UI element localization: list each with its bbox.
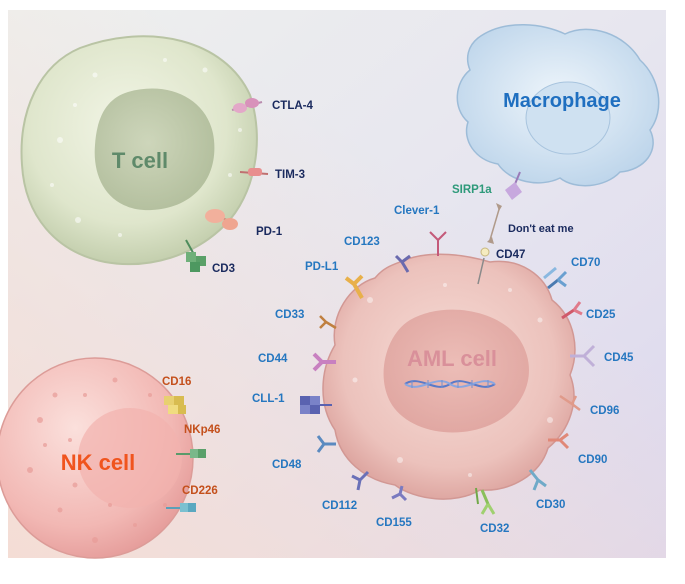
cd3-receptor-icon	[185, 239, 206, 272]
nk-cell-label: NK cell	[61, 450, 136, 475]
clever1-receptor-icon	[429, 231, 447, 256]
cd48-receptor-icon	[316, 435, 336, 453]
cd226-receptor-icon	[166, 503, 196, 512]
cd112-receptor-icon	[351, 470, 370, 491]
macrophage-cell: Macrophage	[456, 24, 660, 187]
dna-helix-icon	[404, 380, 496, 388]
ctla4-label: CTLA-4	[272, 100, 313, 112]
cd90-label: CD90	[578, 454, 607, 466]
cd123-receptor-icon	[394, 254, 411, 273]
cd123-label: CD123	[344, 236, 380, 248]
pd1-label: PD-1	[256, 226, 283, 238]
aml-cell-label: AML cell	[407, 346, 497, 371]
sirp1a-label: SIRP1a	[452, 184, 492, 196]
cd45-label: CD45	[604, 352, 634, 364]
interaction-arrow-icon	[487, 203, 502, 244]
cd112-label: CD112	[322, 500, 357, 512]
nkp46-receptor-icon	[176, 449, 206, 458]
cd16-label: CD16	[162, 376, 191, 388]
cd48-label: CD48	[272, 459, 302, 471]
cd70-receptor-icon	[543, 266, 568, 290]
cd3-label: CD3	[212, 263, 235, 275]
pdl1-receptor-icon	[344, 274, 364, 299]
t-cell: T cell	[20, 35, 258, 266]
dont-eat-me-label: Don't eat me	[508, 223, 574, 235]
cd96-label: CD96	[590, 405, 619, 417]
cd25-receptor-icon	[561, 301, 583, 320]
cd25-label: CD25	[586, 309, 616, 321]
cd44-label: CD44	[258, 353, 288, 365]
cd47-label: CD47	[496, 249, 525, 261]
cll1-label: CLL-1	[252, 393, 285, 405]
ctla4-receptor-icon	[231, 98, 263, 113]
nk-cell: NK cell	[0, 357, 194, 559]
cd44-receptor-icon	[312, 352, 336, 372]
macrophage-label: Macrophage	[503, 90, 621, 112]
cd33-receptor-icon	[319, 315, 337, 330]
cd70-label: CD70	[571, 257, 600, 269]
cd45-receptor-icon	[570, 344, 596, 368]
cd32-receptor-icon	[475, 487, 496, 515]
pdl1-label: PD-L1	[305, 261, 339, 273]
tim3-label: TIM-3	[275, 169, 305, 181]
cd16-receptor-icon	[164, 396, 186, 414]
nkp46-label: NKp46	[184, 424, 220, 436]
cd30-label: CD30	[536, 499, 565, 511]
cd30-receptor-icon	[528, 469, 547, 491]
pd1-receptor-icon	[205, 209, 238, 230]
aml-cell: AML cell	[322, 253, 576, 500]
cd96-receptor-icon	[559, 394, 581, 411]
cd32-label: CD32	[480, 523, 509, 535]
cd90-receptor-icon	[548, 432, 570, 450]
cd47-receptor-icon	[477, 247, 490, 285]
cd226-label: CD226	[182, 485, 218, 497]
sirp1a-receptor-icon	[505, 171, 522, 200]
cll1-receptor-icon	[300, 396, 332, 414]
cd155-receptor-icon	[391, 485, 408, 502]
clever1-label: Clever-1	[394, 205, 440, 217]
tim3-receptor-icon	[239, 168, 269, 176]
t-cell-label: T cell	[112, 148, 168, 173]
cd155-label: CD155	[376, 517, 412, 529]
cd33-label: CD33	[275, 309, 304, 321]
